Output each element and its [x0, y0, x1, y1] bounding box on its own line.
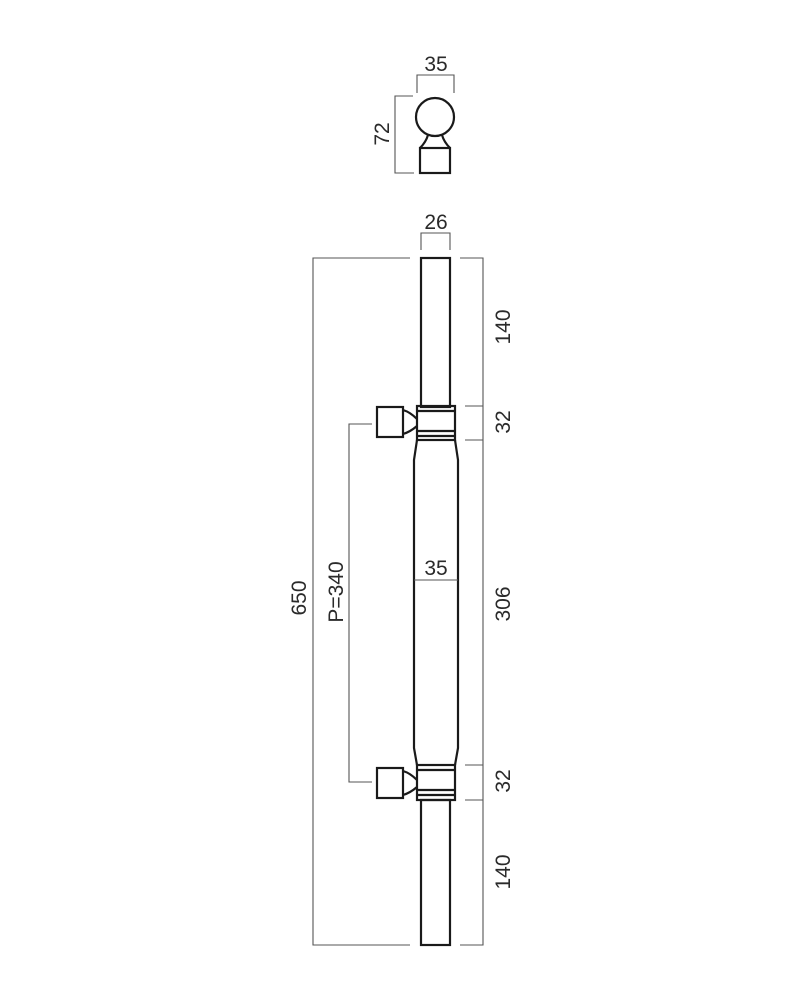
bar-diameter-label: 26: [424, 211, 447, 234]
top-width-label: 35: [424, 53, 447, 76]
segment-top-label: 140: [492, 309, 515, 344]
top-height-label: 72: [371, 122, 394, 145]
pitch-label: P=340: [325, 561, 348, 622]
segment-collar-bottom-label: 32: [492, 769, 515, 792]
segment-bottom-label: 140: [492, 854, 515, 889]
segment-collar-top-label: 32: [492, 410, 515, 433]
front-view: [375, 256, 460, 947]
overall-length-label: 650: [288, 580, 311, 615]
segment-body-label: 306: [492, 586, 515, 621]
body-diameter-label: 35: [424, 557, 447, 580]
top-view: [394, 74, 456, 175]
dimension-lines: [312, 232, 484, 946]
